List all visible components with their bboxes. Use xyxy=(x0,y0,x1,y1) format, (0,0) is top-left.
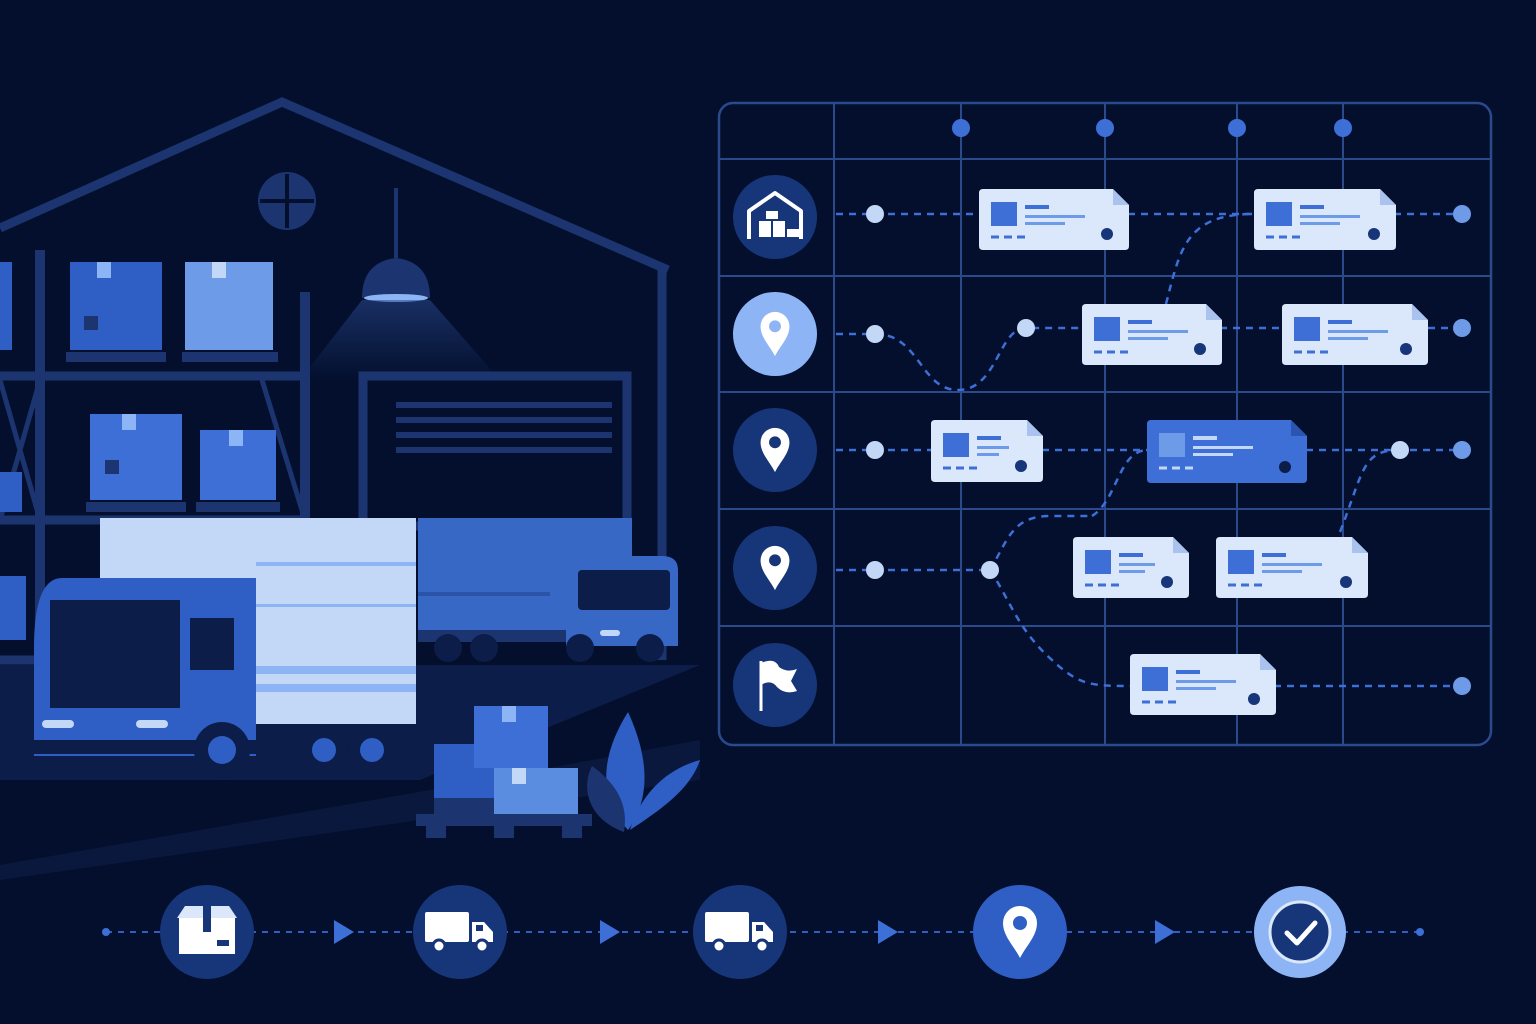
route-node xyxy=(866,561,884,579)
process-step-delivery-truck-icon xyxy=(413,885,507,979)
shelf-boxes xyxy=(0,262,280,640)
column-marker xyxy=(1096,119,1114,137)
flow-arrow-icon xyxy=(334,920,354,944)
card-status-dot xyxy=(1015,460,1027,472)
card-status-dot xyxy=(1161,576,1173,588)
route-node xyxy=(1391,441,1409,459)
flow-arrow-icon xyxy=(1155,920,1175,944)
shipment-card[interactable] xyxy=(1282,304,1428,365)
column-marker xyxy=(952,119,970,137)
card-thumbnail xyxy=(991,202,1017,226)
route-endpoint xyxy=(1453,205,1471,223)
card-thumbnail xyxy=(1085,550,1111,574)
location-pin-icon xyxy=(733,292,817,376)
warehouse-scene xyxy=(0,97,700,880)
route-connectors xyxy=(836,205,1471,695)
process-flow xyxy=(102,885,1424,979)
foreground-truck xyxy=(34,518,416,778)
card-status-dot xyxy=(1400,343,1412,355)
card-thumbnail xyxy=(1159,433,1185,457)
route-node xyxy=(866,441,884,459)
location-pin-icon xyxy=(733,408,817,492)
schedule-board xyxy=(717,101,1493,747)
shipment-card[interactable] xyxy=(1082,304,1222,365)
shipment-card[interactable] xyxy=(931,420,1043,482)
card-status-dot xyxy=(1101,228,1113,240)
flag-icon xyxy=(733,643,817,727)
card-status-dot xyxy=(1340,576,1352,588)
card-thumbnail xyxy=(1094,317,1120,341)
column-marker xyxy=(1334,119,1352,137)
background-truck xyxy=(418,518,678,662)
card-thumbnail xyxy=(943,433,969,457)
row-icons xyxy=(733,175,817,727)
process-step-checkmark-icon xyxy=(1254,886,1346,978)
shipment-card[interactable] xyxy=(1073,537,1189,598)
process-step-location-pin-icon xyxy=(973,885,1067,979)
route-node xyxy=(866,205,884,223)
card-status-dot xyxy=(1194,343,1206,355)
shipment-cards xyxy=(931,189,1428,715)
card-thumbnail xyxy=(1294,317,1320,341)
location-pin-icon xyxy=(733,526,817,610)
shipment-card[interactable] xyxy=(1216,537,1368,598)
column-markers xyxy=(952,119,1352,137)
route-node xyxy=(866,325,884,343)
warehouse-icon xyxy=(733,175,817,259)
route-node xyxy=(981,561,999,579)
card-status-dot xyxy=(1279,461,1291,473)
shipment-card[interactable] xyxy=(979,189,1129,250)
route-endpoint xyxy=(1453,319,1471,337)
route-endpoint xyxy=(1453,441,1471,459)
flow-arrow-icon xyxy=(878,920,898,944)
potted-plant xyxy=(587,712,700,832)
column-marker xyxy=(1228,119,1246,137)
process-step-package-icon xyxy=(160,885,254,979)
parcel-stack xyxy=(416,706,592,838)
shipment-card[interactable] xyxy=(1254,189,1396,250)
route-endpoint xyxy=(1453,677,1471,695)
route-node xyxy=(1017,319,1035,337)
process-step-delivery-truck-icon xyxy=(693,885,787,979)
warehouse-roof xyxy=(0,97,670,275)
round-window xyxy=(258,172,316,230)
shipment-card[interactable] xyxy=(1147,420,1307,483)
shipment-card[interactable] xyxy=(1130,654,1276,715)
card-thumbnail xyxy=(1266,202,1292,226)
ceiling-lamp xyxy=(300,188,500,380)
card-thumbnail xyxy=(1228,550,1254,574)
loading-dock-door xyxy=(358,371,632,531)
flow-arrow-icon xyxy=(600,920,620,944)
card-status-dot xyxy=(1248,693,1260,705)
card-status-dot xyxy=(1368,228,1380,240)
card-thumbnail xyxy=(1142,667,1168,691)
